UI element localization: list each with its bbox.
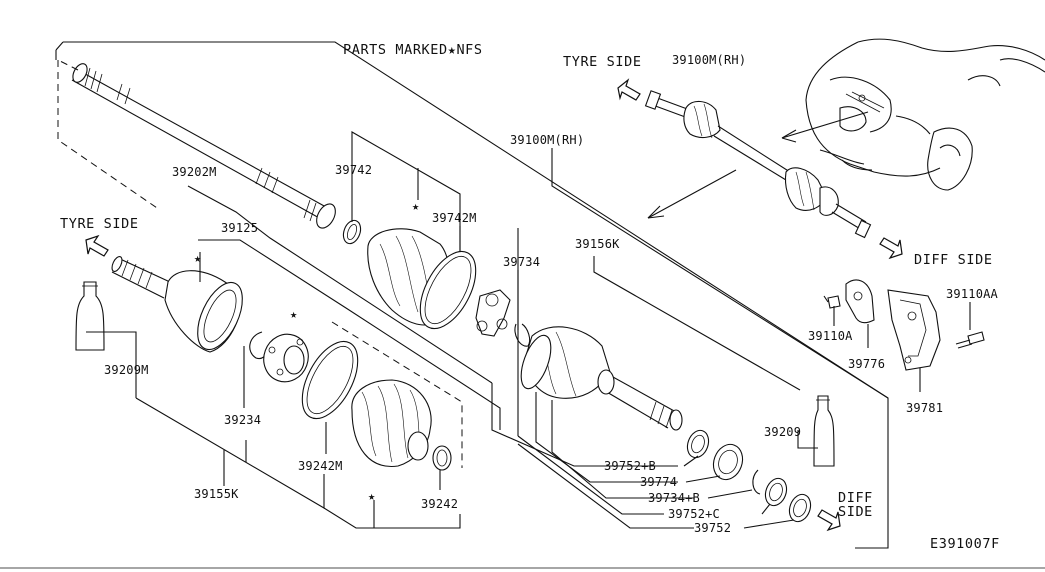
tyre-side-arrow-left xyxy=(85,234,109,257)
part-label-39781: 39781 xyxy=(906,401,943,415)
seal-39752c xyxy=(764,477,788,507)
bracket-assembly xyxy=(823,279,985,371)
grease-tube-39209 xyxy=(813,395,835,467)
band-39742 xyxy=(342,219,362,245)
band-clamp-39242 xyxy=(432,445,452,471)
part-label-39156k: 39156K xyxy=(575,237,620,251)
nfs-note: PARTS MARKED★NFS xyxy=(343,42,483,58)
detail-pointer-arrow xyxy=(647,169,737,219)
part-label-39234: 39234 xyxy=(224,413,261,427)
diff-side-label-bottom-2: SIDE xyxy=(838,504,873,520)
star-marker: ★ xyxy=(194,251,201,265)
part-label-39776: 39776 xyxy=(848,357,885,371)
part-label-39110a: 39110A xyxy=(808,329,853,343)
inner-cv-housing xyxy=(520,326,683,431)
vehicle-front-illustration xyxy=(805,38,1045,191)
spider-39734 xyxy=(475,289,511,337)
diff-side-arrow-bottom xyxy=(817,509,841,532)
part-label-39242: 39242 xyxy=(421,497,458,511)
boot-39241 xyxy=(351,379,432,467)
part-label-39209: 39209 xyxy=(764,425,801,439)
tyre-side-arrow-top xyxy=(617,78,641,101)
diff-side-label-bottom-1: DIFF xyxy=(838,490,873,506)
part-label-39734b: 39734+B xyxy=(648,491,700,505)
diff-side-arrow-right xyxy=(879,237,903,260)
inset-driveshaft xyxy=(644,90,872,239)
part-label-39752: 39752 xyxy=(694,521,731,535)
part-label-39209m: 39209M xyxy=(104,363,149,377)
vehicle-pointer-arrow-head xyxy=(781,129,797,143)
diff-side-label-right: DIFF SIDE xyxy=(914,252,993,268)
star-marker: ★ xyxy=(290,307,297,321)
bearing-39774 xyxy=(712,443,744,481)
part-label-39752b: 39752+B xyxy=(604,459,656,473)
band-39742m xyxy=(419,250,477,330)
part-label-39774: 39774 xyxy=(640,475,677,489)
detail-pointer-arrow-head xyxy=(647,205,665,219)
part-label-39734: 39734 xyxy=(503,255,540,269)
shaft-39202m xyxy=(71,63,336,229)
vehicle-pointer-arrow xyxy=(781,111,869,139)
part-label-39110aa: 39110AA xyxy=(946,287,999,301)
part-label-39155k: 39155K xyxy=(194,487,239,501)
grease-tube-39209m xyxy=(75,281,105,351)
boot-band-39242m xyxy=(301,340,359,420)
part-label-39242m: 39242M xyxy=(298,459,343,473)
tyre-side-label-left: TYRE SIDE xyxy=(60,216,139,232)
part-label-39742: 39742 xyxy=(335,163,372,177)
star-marker: ★ xyxy=(412,199,419,213)
part-label-39100m-inset: 39100M(RH) xyxy=(672,53,746,67)
star-marker: ★ xyxy=(368,489,375,503)
tyre-side-label-top: TYRE SIDE xyxy=(563,54,642,70)
circlip-39734 xyxy=(514,323,531,347)
leader-lines xyxy=(86,131,889,529)
snap-ring-39734b xyxy=(752,469,761,495)
inner-race-39125 xyxy=(263,333,309,383)
bracket-leaders xyxy=(833,302,971,392)
outer-cv-joint xyxy=(111,256,243,353)
diagram-code: E391007F xyxy=(930,536,1000,552)
part-label-39202m: 39202M xyxy=(172,165,217,179)
part-label-39742m: 39742M xyxy=(432,211,477,225)
snap-ring-39234 xyxy=(249,331,267,360)
part-label-39100m-main: 39100M(RH) xyxy=(510,133,584,147)
seal-39752 xyxy=(788,493,812,523)
part-label-39752c: 39752+C xyxy=(668,507,720,521)
seal-39752b xyxy=(686,429,710,459)
part-label-39125: 39125 xyxy=(221,221,258,235)
